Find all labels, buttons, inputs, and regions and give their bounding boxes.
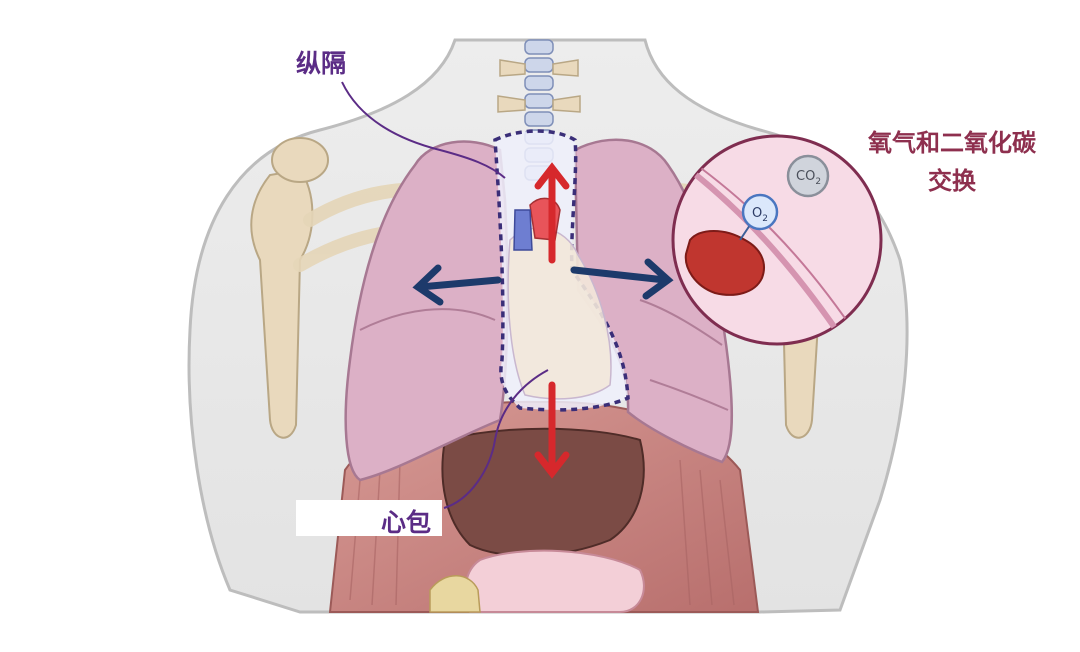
gas-exchange-circle: O2 CO2 bbox=[671, 134, 883, 346]
oxygen-molecule bbox=[741, 193, 779, 231]
mediastinum-leader bbox=[341, 81, 506, 179]
oxygen-symbol: O2 bbox=[752, 206, 768, 224]
left-humerus bbox=[250, 137, 329, 439]
muscle-striations bbox=[349, 459, 735, 606]
red-arrow-down bbox=[534, 381, 570, 479]
pericardium-leader bbox=[443, 369, 549, 509]
mediastinum-label: 纵隔 bbox=[296, 49, 347, 78]
gas-exchange-label-line2: 交换 bbox=[928, 167, 976, 195]
vertebral-processes bbox=[497, 59, 581, 113]
red-blood-cell bbox=[684, 230, 765, 296]
stomach bbox=[464, 549, 645, 613]
carbon-dioxide-symbol: CO2 bbox=[796, 169, 821, 187]
gas-exchange-label: 氧气和二氧化碳 交换 bbox=[852, 124, 1052, 200]
liver bbox=[441, 427, 645, 557]
blue-arrow-left bbox=[412, 264, 502, 306]
pericardium-label: 心包 bbox=[381, 508, 432, 537]
intestines bbox=[429, 575, 481, 613]
vena-cava bbox=[513, 209, 533, 251]
lung-fissures bbox=[359, 299, 729, 411]
gas-exchange-label-line1: 氧气和二氧化碳 bbox=[868, 129, 1036, 157]
pericardium-label-background bbox=[296, 500, 442, 536]
blue-arrow-right bbox=[570, 258, 674, 300]
red-arrow-up bbox=[534, 162, 570, 264]
carbon-dioxide-molecule bbox=[786, 154, 830, 198]
